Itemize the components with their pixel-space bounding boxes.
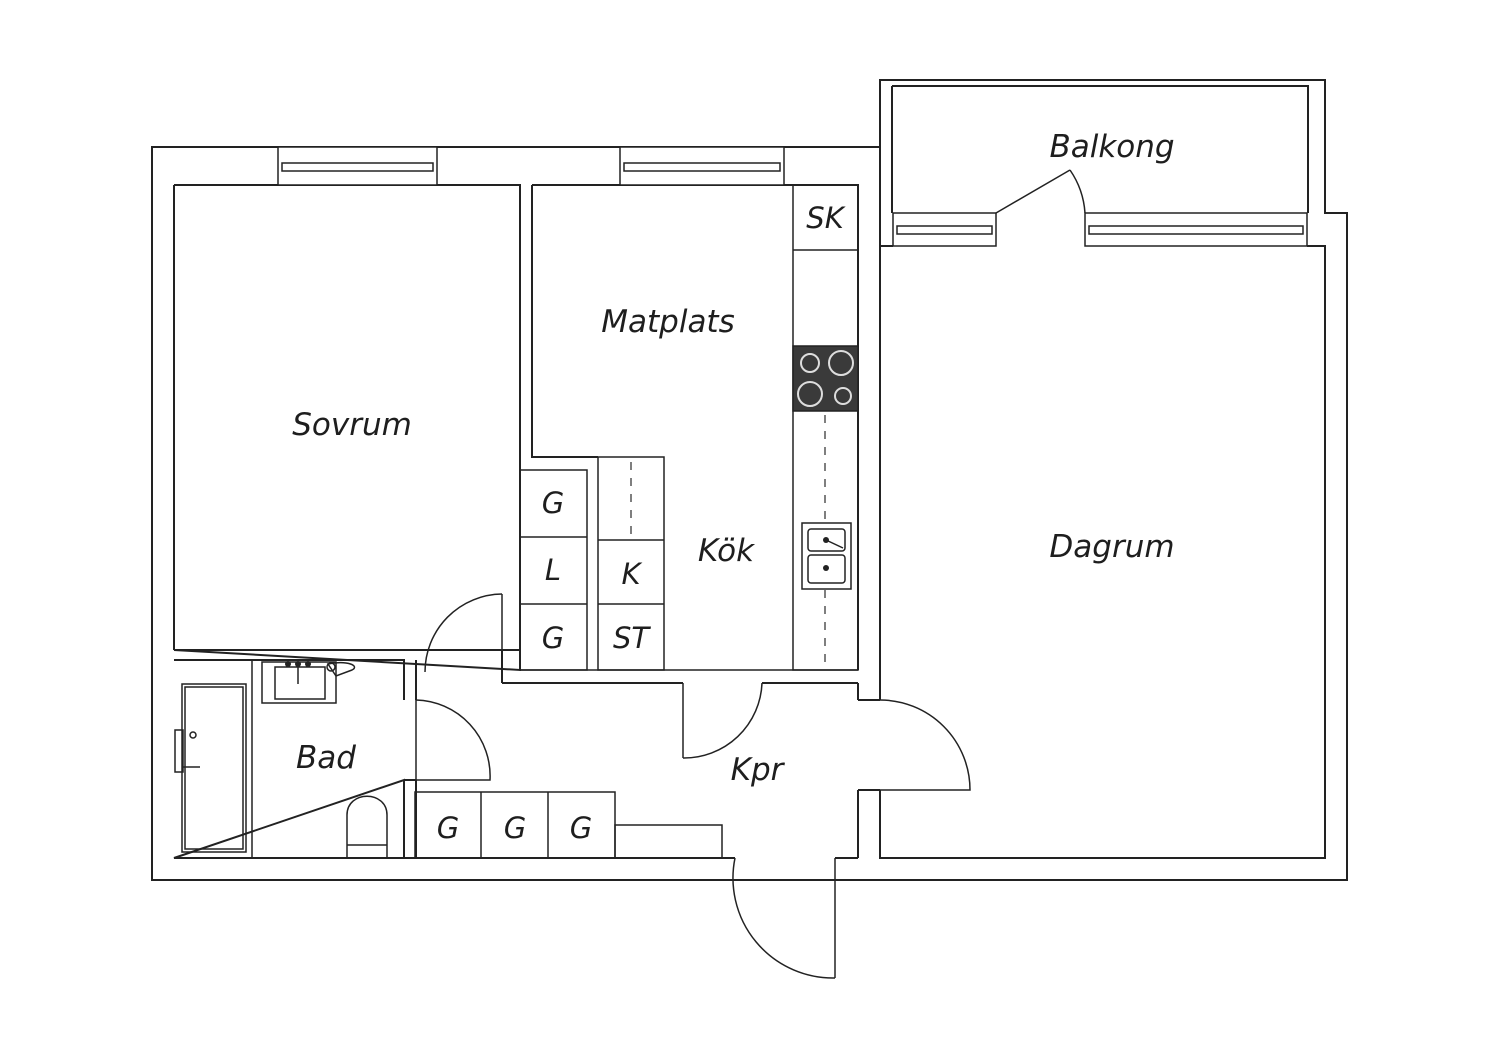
- kitchen-sink: [801, 522, 852, 590]
- label-kpr: Kpr: [731, 752, 786, 788]
- door-bad: [415, 699, 491, 781]
- label-closet-g-1: G: [542, 486, 564, 520]
- window-dagrum-right: [1084, 212, 1308, 247]
- door-balkong: [995, 169, 1086, 214]
- hall-shelf: [614, 824, 723, 859]
- dagrum-walls: [879, 245, 1326, 859]
- wash-basin: [261, 661, 356, 704]
- window-matplats: [619, 146, 785, 186]
- label-closet-st: ST: [613, 621, 651, 655]
- label-matplats: Matplats: [601, 304, 735, 340]
- label-dagrum: Dagrum: [1049, 529, 1174, 565]
- window-dagrum-left: [892, 212, 997, 247]
- kitchen-walls: [531, 184, 859, 670]
- bad-walls: [173, 659, 405, 859]
- label-hall-g-2: G: [504, 811, 526, 845]
- door-sovrum: [424, 593, 503, 673]
- stove: [792, 345, 859, 412]
- closet-column-left: [519, 469, 588, 671]
- closet-column-right: [597, 456, 665, 671]
- label-hall-g-3: G: [570, 811, 592, 845]
- door-dagrum: [879, 699, 971, 791]
- label-kok: Kök: [698, 533, 755, 569]
- door-kok: [682, 682, 763, 759]
- label-hall-g-1: G: [437, 811, 459, 845]
- label-balkong: Balkong: [1049, 129, 1174, 165]
- window-sovrum: [277, 146, 438, 186]
- toilet: [346, 795, 388, 858]
- kitchen-counter: [792, 184, 859, 671]
- label-bad: Bad: [296, 740, 356, 776]
- label-sk: SK: [806, 201, 845, 235]
- label-closet-l: L: [545, 553, 561, 587]
- label-closet-k: K: [621, 557, 642, 591]
- label-sovrum: Sovrum: [292, 407, 412, 443]
- door-entrance: [732, 857, 836, 979]
- balkong-walls: [891, 85, 1309, 213]
- label-closet-g-2: G: [542, 621, 564, 655]
- bathtub: [174, 683, 247, 853]
